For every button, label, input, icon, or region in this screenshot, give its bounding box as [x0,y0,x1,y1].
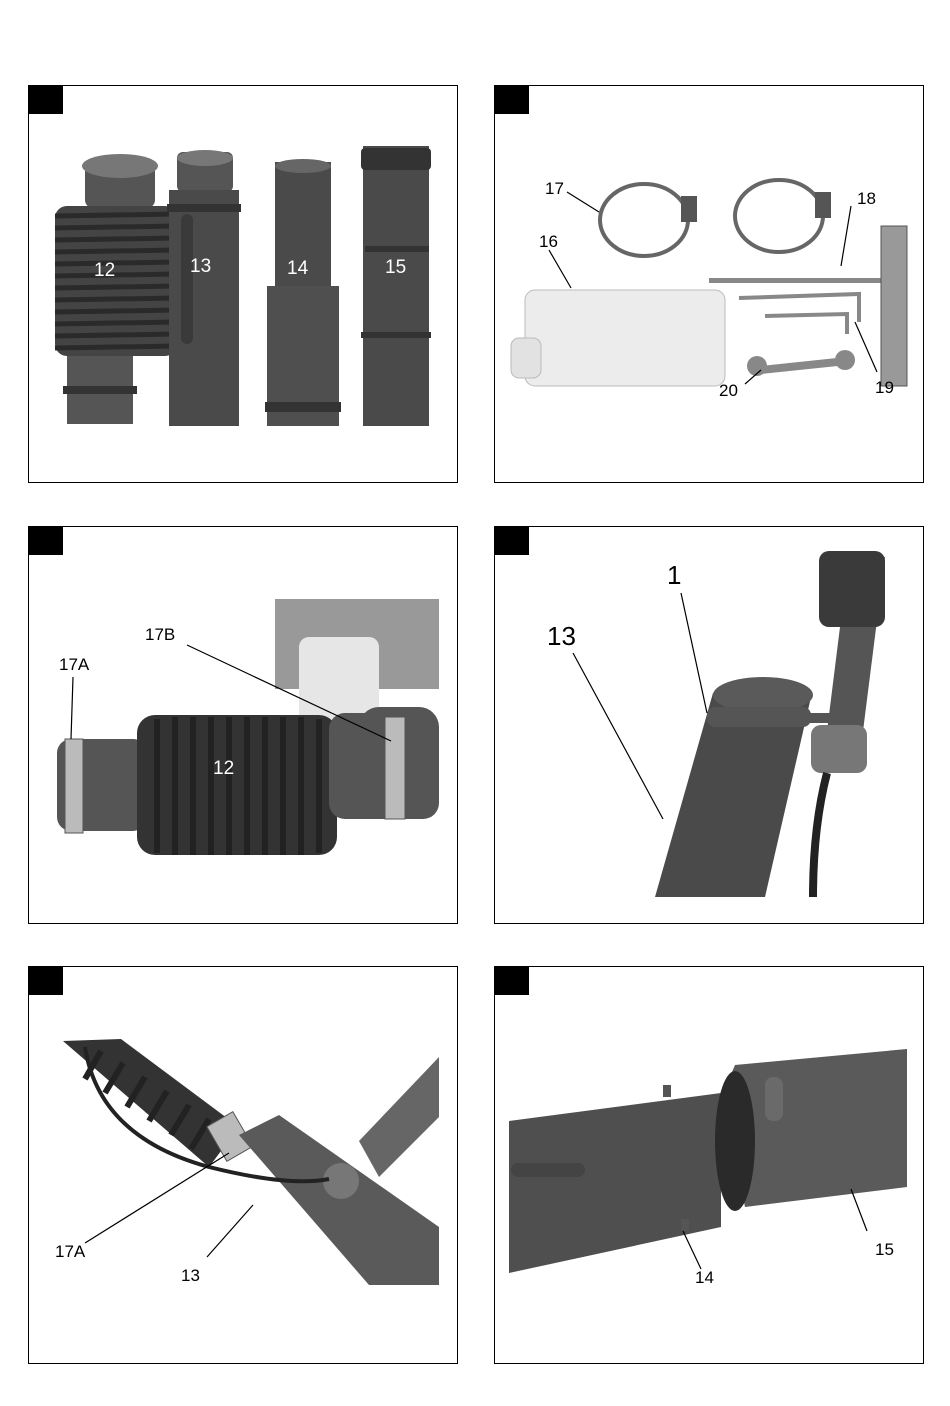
hose-clamp-17a [65,739,83,833]
figure-6-photo: 14 15 [495,967,923,1363]
handle-clamp-1 [707,707,831,727]
label-17a: 17A [59,655,90,674]
hose-clamp-17-left [600,184,688,256]
tube-14 [265,159,341,426]
label-1: 1 [667,560,681,590]
fuel-mixing-bottle-16 [511,290,725,386]
label-16: 16 [539,232,558,251]
figure-4-panel: 1 13 [494,526,924,924]
tube-15 [361,146,431,426]
label-17a: 17A [55,1242,86,1261]
label-13: 13 [547,621,576,651]
label-15: 15 [875,1240,894,1259]
label-12: 12 [213,758,234,779]
figure-1-photo: 12 13 14 15 [29,86,457,482]
hex-key-19-large [739,294,859,322]
control-handle [811,551,885,897]
figure-5-photo: 17A 13 [29,967,457,1363]
hose-clamp-17-right [735,180,823,252]
tube-13 [167,150,241,426]
label-13: 13 [181,1266,200,1285]
label-17b: 17B [145,625,175,644]
hex-key-19-small [765,314,847,334]
control-handle [359,1057,439,1177]
figure-1-panel: 12 13 14 15 [28,85,458,483]
label-13: 13 [190,256,211,277]
label-15: 15 [385,257,406,278]
open-wrench-20 [747,350,855,376]
label-14: 14 [695,1268,714,1287]
label-18: 18 [857,189,876,208]
figure-2-photo: 17 16 18 19 20 [495,86,923,482]
figure-3-photo: 17A 17B 12 [29,527,457,923]
label-19: 19 [875,378,894,397]
hose-clamp-17b [385,717,405,819]
label-20: 20 [719,381,738,400]
figure-6-panel: 14 15 [494,966,924,1364]
figure-5-panel: 17A 13 [28,966,458,1364]
figure-2-panel: 17 16 18 19 20 [494,85,924,483]
label-14: 14 [287,258,309,279]
tube-12-flexible [55,154,177,424]
flexible-bellows [63,1039,239,1167]
flexible-bellows-12 [57,713,439,855]
tube-15 [715,1049,907,1211]
figure-3-panel: 17A 17B 12 [28,526,458,924]
label-17: 17 [545,179,564,198]
label-12: 12 [94,260,115,281]
figure-4-photo: 1 13 [495,527,923,923]
